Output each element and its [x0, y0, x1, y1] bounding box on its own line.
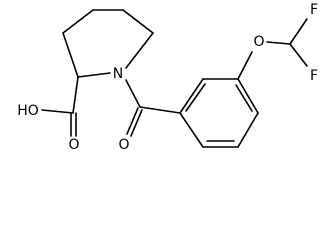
bond-c6-acid-carbon [72, 76, 79, 114]
bond-ring-c4-n [125, 32, 154, 69]
bond-ring-c1-c2 [62, 9, 94, 34]
atom-label-amide-oxygen: O [118, 137, 129, 153]
bond-ether-o-chf2 [266, 41, 291, 45]
bond-chf2-f-top [289, 18, 308, 45]
atom-label-acid-carbonyl-oxygen: O [68, 137, 79, 153]
atom-label-ether-oxygen: O [253, 34, 264, 50]
bond-benzene-4-5 [237, 112, 259, 148]
bond-amide-c-o-double-a [126, 107, 139, 135]
atom-label-hydroxyl: HO [17, 103, 39, 119]
bond-ring-n-c6 [77, 72, 111, 78]
bond-amide-c-ring [139, 106, 181, 114]
bond-n-amide-carbon [125, 79, 141, 108]
atom-label-fluorine-bottom: F [310, 68, 318, 84]
bond-benzene-3-4-inner [235, 84, 253, 112]
atom-label-nitrogen: N [113, 66, 123, 82]
bond-amide-c-o-double-b [130, 109, 143, 137]
bond-chf2-f-bottom [289, 43, 308, 67]
bond-ring-c3-c4 [122, 9, 154, 34]
bond-ring-c6-c1 [62, 32, 79, 78]
bond-benzene-6-1 [179, 112, 204, 148]
atom-label-fluorine-top: F [310, 2, 318, 18]
bond-acid-c-oh [41, 109, 74, 114]
structure-canvas: N HO O O O F F [17, 2, 319, 153]
bond-benzene-1-2 [179, 78, 204, 114]
bond-benzene-ether-o [237, 51, 253, 80]
molecule-drawing: N HO O O O F F [17, 2, 318, 153]
bond-benzene-1-2-inner [185, 83, 206, 112]
bond-benzene-3-4 [237, 78, 259, 114]
